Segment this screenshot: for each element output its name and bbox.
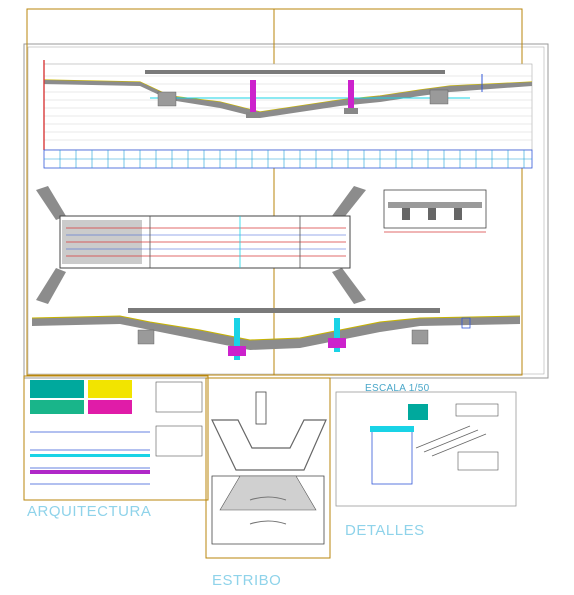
elevation-pier-1-footing — [228, 346, 246, 356]
plan-view — [36, 186, 366, 304]
longitudinal-profile — [43, 60, 533, 169]
detalles-frame — [335, 391, 517, 507]
cross-section-beam-3 — [454, 208, 462, 220]
profile-grid-lines — [44, 75, 532, 141]
elevation-marker-right — [461, 317, 471, 329]
arquitectura-title: ARQUITECTURA — [27, 503, 152, 520]
deck-cross-section — [383, 189, 487, 233]
bridge-deck — [145, 70, 445, 74]
arq-strip-magenta — [30, 470, 150, 474]
elevation-pier-2 — [334, 318, 340, 352]
scale-label: ESCALA 1/50 — [365, 383, 430, 394]
det-table-2 — [457, 451, 499, 471]
det-pier-cap — [370, 426, 414, 432]
pier-1-footing — [246, 112, 260, 118]
wingwall-sw — [36, 268, 66, 304]
elevation-ground-line — [31, 315, 521, 341]
cross-section-beam-2 — [428, 208, 436, 220]
estribo-wing-shape — [219, 475, 317, 511]
elevation-abutment-right — [411, 329, 429, 345]
pier-2-footing — [344, 108, 358, 114]
arq-color-block-yellow — [88, 380, 132, 398]
arq-color-block-magenta — [88, 400, 132, 414]
arq-strip-cyan — [30, 454, 150, 457]
wingwall-se — [332, 268, 366, 304]
estribo-frame — [205, 377, 331, 559]
profile-grid-area — [43, 63, 533, 151]
wingwall-nw — [36, 186, 66, 220]
estribo-panel — [211, 391, 327, 545]
arq-color-block-green — [30, 380, 84, 398]
det-beam-sections — [415, 425, 487, 457]
estribo-elevation-stem — [255, 391, 267, 425]
detalles-title: DETALLES — [345, 522, 425, 539]
estribo-plan-u — [211, 419, 327, 471]
terrain-fill — [44, 80, 532, 118]
det-table — [455, 403, 499, 417]
elevation-terrain — [32, 316, 520, 350]
pier-1 — [250, 80, 256, 114]
detalles-panel — [370, 403, 499, 485]
elevation-pier-2-footing — [328, 338, 346, 348]
elevation-deck — [128, 308, 440, 313]
cross-section-slab — [388, 202, 482, 208]
wingwall-ne — [332, 186, 366, 220]
arq-elevation-strips — [30, 431, 150, 485]
plan-deck-blue-lines — [66, 234, 346, 250]
arquitectura-frame — [23, 375, 209, 501]
det-color-block — [408, 404, 428, 420]
estribo-title: ESTRIBO — [212, 572, 282, 589]
elevation-pier-1 — [234, 318, 240, 360]
arq-detail-box — [155, 381, 203, 413]
elevation-abutment-left — [137, 329, 155, 345]
plan-deck-lines — [66, 227, 346, 257]
arq-detail-box-2 — [155, 425, 203, 457]
pier-2 — [348, 80, 354, 110]
estribo-arc-2 — [249, 520, 287, 525]
arquitectura-panel — [30, 380, 203, 485]
abutment-left — [157, 91, 177, 107]
profile-data-band-ticks — [44, 150, 532, 168]
det-pier-elevation — [371, 427, 413, 485]
cross-section-beam-1 — [402, 208, 410, 220]
inner-sheet-border — [27, 46, 545, 375]
estribo-arc-1 — [249, 496, 287, 501]
abutment-right — [429, 89, 449, 105]
elevation-view — [31, 308, 521, 360]
arq-color-block-teal — [30, 400, 84, 414]
